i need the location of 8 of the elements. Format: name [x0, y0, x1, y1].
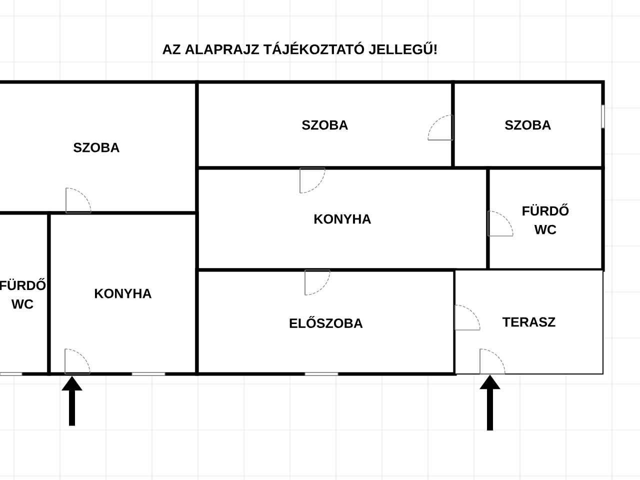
room: FÜRDŐ WC	[486, 166, 605, 272]
room: TERASZ	[454, 270, 604, 374]
room: ELŐSZOBA	[195, 268, 457, 376]
room: SZOBA	[0, 80, 199, 215]
title: AZ ALAPRAJZ TÁJÉKOZTATÓ JELLEGŰ!	[162, 42, 436, 54]
room: SZOBA	[195, 80, 455, 170]
room: FÜRDŐ WC	[0, 211, 51, 376]
room: SZOBA	[451, 80, 605, 170]
